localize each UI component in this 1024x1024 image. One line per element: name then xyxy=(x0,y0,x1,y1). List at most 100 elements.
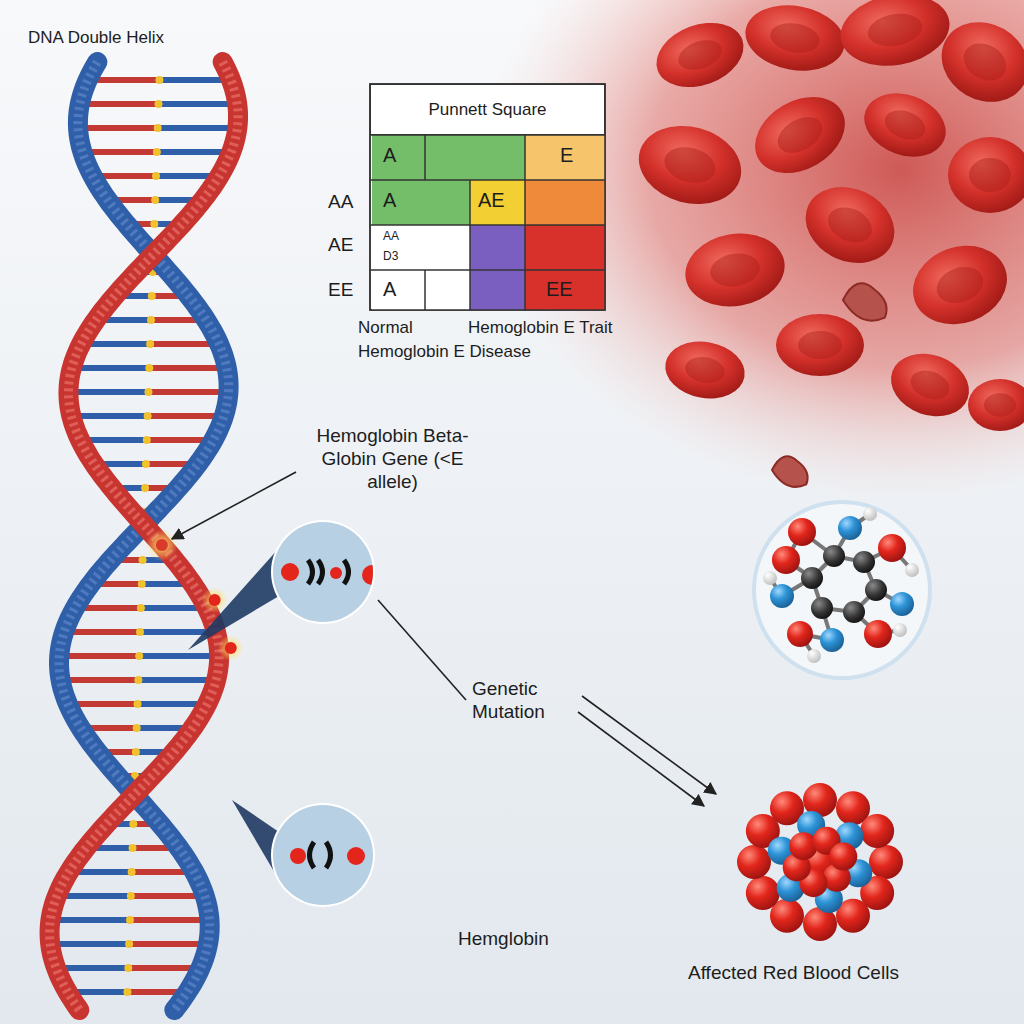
base-dot xyxy=(153,148,161,156)
atom xyxy=(763,571,777,585)
base-dot xyxy=(132,748,140,756)
atom xyxy=(823,545,845,567)
table-cell: AA xyxy=(383,229,399,243)
atom xyxy=(746,876,780,910)
table-header: Punnett Square xyxy=(370,84,605,135)
base-pair xyxy=(64,629,140,635)
base-dot xyxy=(125,940,133,948)
table-cell: A xyxy=(383,277,396,301)
base-dot xyxy=(152,172,160,180)
helix-title: DNA Double Helix xyxy=(28,28,164,48)
base-pair xyxy=(159,101,238,107)
atom xyxy=(843,601,865,623)
base-pair xyxy=(61,677,139,683)
table-cell: A xyxy=(383,188,396,212)
base-pair xyxy=(80,101,159,107)
base-pair xyxy=(149,365,226,371)
red-blood-cell xyxy=(902,233,1018,337)
atom xyxy=(838,516,862,540)
red-blood-cell xyxy=(948,137,1024,213)
atom xyxy=(853,551,875,573)
base-pair xyxy=(72,365,149,371)
base-dot xyxy=(155,100,163,108)
damaged-cell xyxy=(772,456,808,487)
atom xyxy=(789,832,817,860)
base-dot xyxy=(147,316,155,324)
base-dot xyxy=(136,628,144,636)
atom xyxy=(893,623,907,637)
base-pair xyxy=(68,389,148,395)
base-pair xyxy=(158,125,238,131)
base-dot xyxy=(139,556,147,564)
base-dot xyxy=(138,580,146,588)
atom xyxy=(905,563,919,577)
leader-line xyxy=(172,472,296,539)
key-label: Hemoglobin E Trait xyxy=(468,318,613,338)
base-dot xyxy=(146,340,154,348)
dna-helix xyxy=(50,62,244,1010)
table-cell: E xyxy=(560,143,573,167)
damaged-cell xyxy=(843,283,887,320)
base-pair xyxy=(130,917,209,923)
base-dot xyxy=(154,124,162,132)
atom xyxy=(770,584,794,608)
key-label: Normal xyxy=(358,318,413,338)
atom xyxy=(829,843,857,871)
atom xyxy=(865,579,887,601)
base-pair xyxy=(148,389,228,395)
dna-strand xyxy=(50,62,238,1010)
row-label: AA xyxy=(328,191,353,214)
atom xyxy=(811,597,833,619)
base-dot xyxy=(151,196,159,204)
leader-line xyxy=(578,712,704,806)
base-dot xyxy=(128,868,136,876)
red-blood-cell xyxy=(855,82,954,167)
base-pair xyxy=(59,653,139,659)
punnett-grid xyxy=(370,84,605,310)
atom xyxy=(737,845,771,879)
atom xyxy=(863,507,877,521)
base-dot xyxy=(134,700,142,708)
red-blood-cell xyxy=(882,343,978,427)
molecule-inset xyxy=(754,502,930,678)
leader-line xyxy=(378,600,466,700)
atom xyxy=(801,567,823,589)
red-blood-cell xyxy=(927,7,1024,118)
mutation-marker xyxy=(202,587,228,613)
base-dot xyxy=(141,484,149,492)
red-blood-cell xyxy=(661,335,750,404)
mutation-marker xyxy=(218,635,244,661)
zoom-circle xyxy=(188,520,382,650)
red-blood-cell xyxy=(835,0,955,74)
red-blood-cells xyxy=(630,0,1024,487)
mutation-marker xyxy=(209,594,221,606)
gene-marker xyxy=(156,539,168,551)
atom xyxy=(890,592,914,616)
zoom-circle xyxy=(232,800,375,907)
gene-marker xyxy=(146,529,178,561)
base-dot xyxy=(135,652,143,660)
red-blood-cell xyxy=(741,82,858,189)
base-dot xyxy=(127,892,135,900)
leader-line xyxy=(582,696,716,794)
base-dot xyxy=(137,604,145,612)
red-blood-cell xyxy=(793,173,907,277)
base-pair xyxy=(148,413,224,419)
blood-background xyxy=(480,0,1024,500)
callout-label: Hemoglobin Beta-Globin Gene (<E allele) xyxy=(300,425,485,493)
atom xyxy=(864,620,892,648)
atom xyxy=(807,649,821,663)
red-blood-cell xyxy=(968,379,1024,431)
base-pair xyxy=(50,917,129,923)
table-cell: A xyxy=(383,143,396,167)
base-dot xyxy=(124,964,132,972)
red-blood-cell xyxy=(647,11,752,98)
atom xyxy=(878,534,906,562)
atom xyxy=(820,628,844,652)
base-dot xyxy=(155,76,163,84)
base-dot xyxy=(133,724,141,732)
callout-label: Genetic Mutation xyxy=(472,678,582,724)
box-title: Punnett Square xyxy=(428,100,546,120)
key-label: Hemoglobin E Disease xyxy=(358,342,531,362)
base-dot xyxy=(128,844,136,852)
